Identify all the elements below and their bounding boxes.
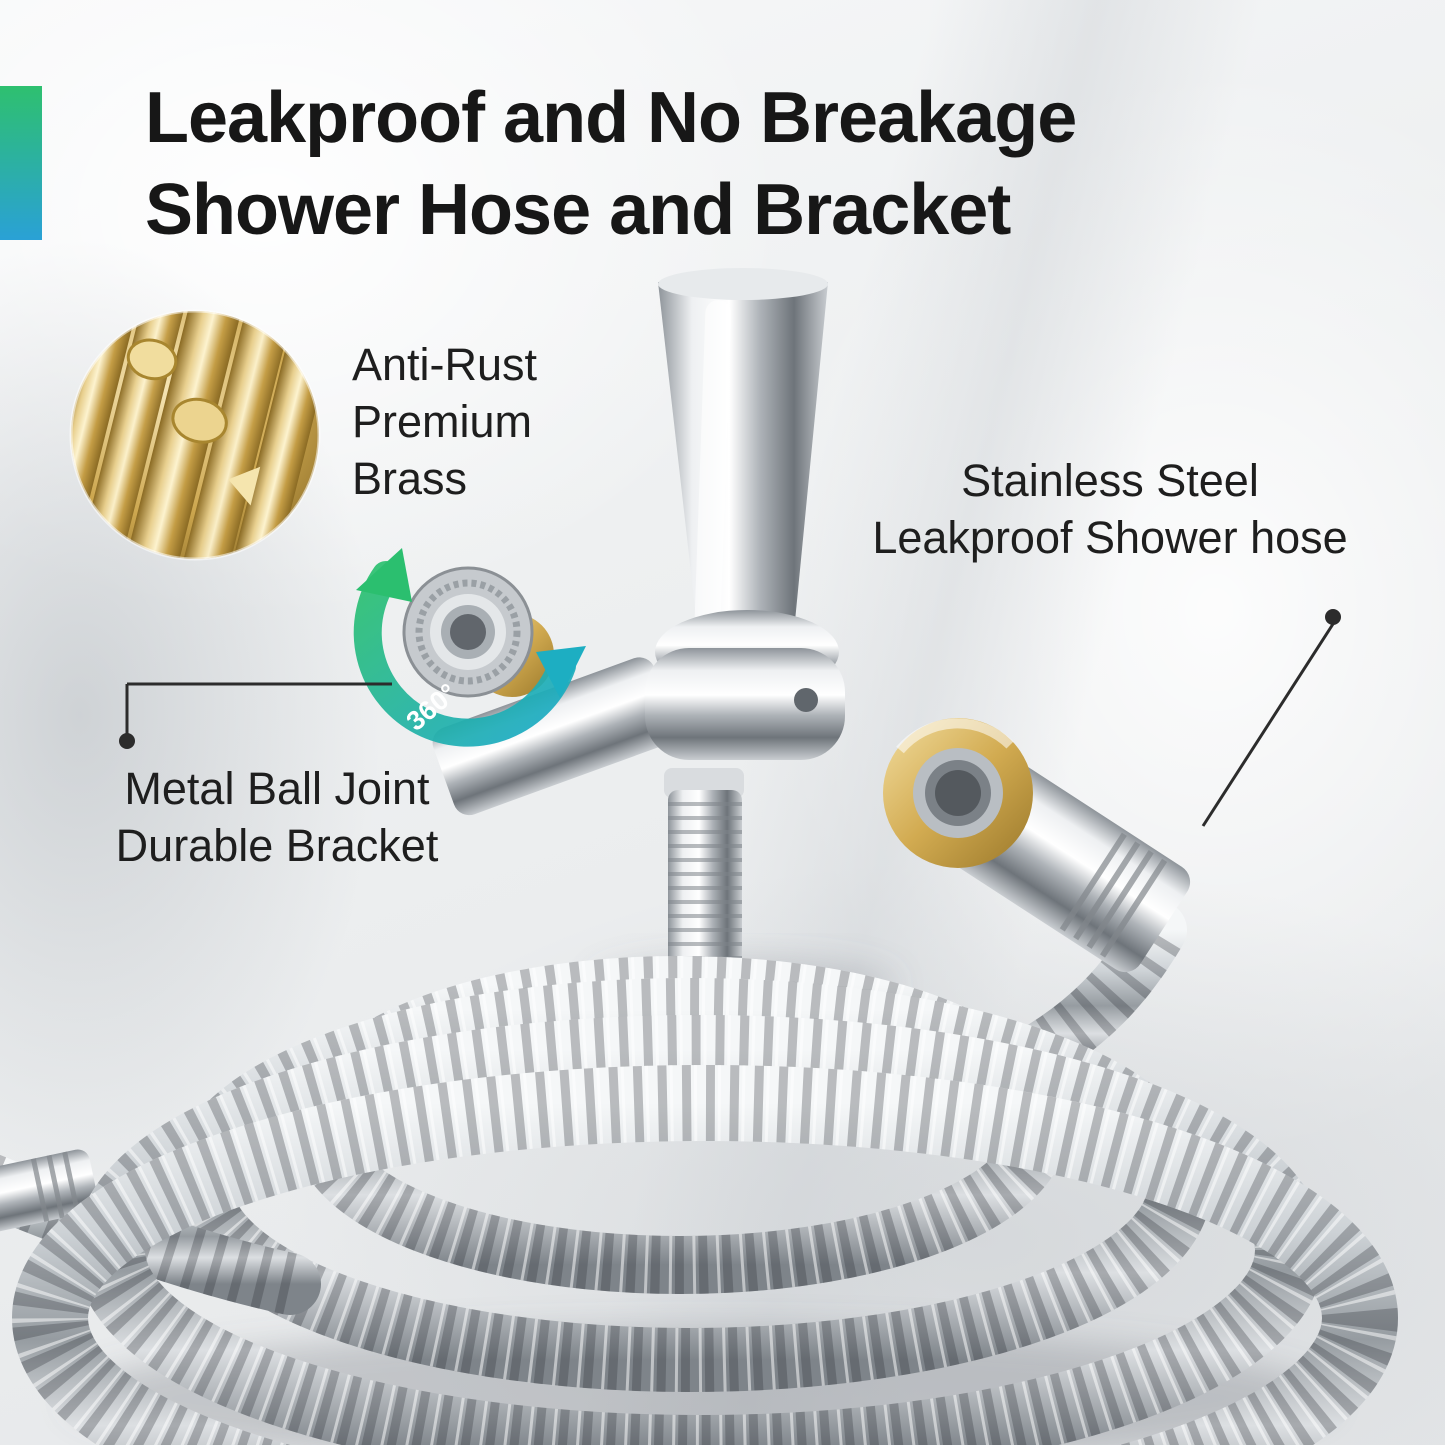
callout-metal-ball-joint: Metal Ball Joint Durable Bracket xyxy=(82,760,472,874)
callout-leader-bracket xyxy=(125,682,392,734)
callout-brass-line-1: Anti-Rust xyxy=(352,339,538,390)
page-title: Leakproof and No Breakage Shower Hose an… xyxy=(145,72,1077,256)
callout-dot-bracket xyxy=(119,733,135,749)
hose-connector xyxy=(883,718,1191,973)
callout-brass: Anti-Rust Premium Brass xyxy=(352,336,537,507)
hose-coil-front xyxy=(12,1015,1398,1445)
callout-stainless-line-1: Stainless Steel xyxy=(961,455,1259,506)
callout-stainless-steel: Stainless Steel Leakproof Shower hose xyxy=(820,452,1400,566)
callout-bracket-line-1: Metal Ball Joint xyxy=(124,763,430,814)
callout-stainless-line-2: Leakproof Shower hose xyxy=(872,512,1348,564)
title-line-2: Shower Hose and Bracket xyxy=(145,170,1011,251)
callout-leader-stainless xyxy=(1201,609,1341,827)
callout-bracket-line-2: Durable Bracket xyxy=(115,820,439,872)
callout-brass-line-2: Premium xyxy=(352,396,533,448)
title-line-1: Leakproof and No Breakage xyxy=(145,78,1077,158)
callout-brass-line-3: Brass xyxy=(352,453,468,505)
title-accent-bar xyxy=(0,86,42,240)
brass-inset-photo xyxy=(69,309,321,561)
ball-joint-nut xyxy=(402,566,534,698)
